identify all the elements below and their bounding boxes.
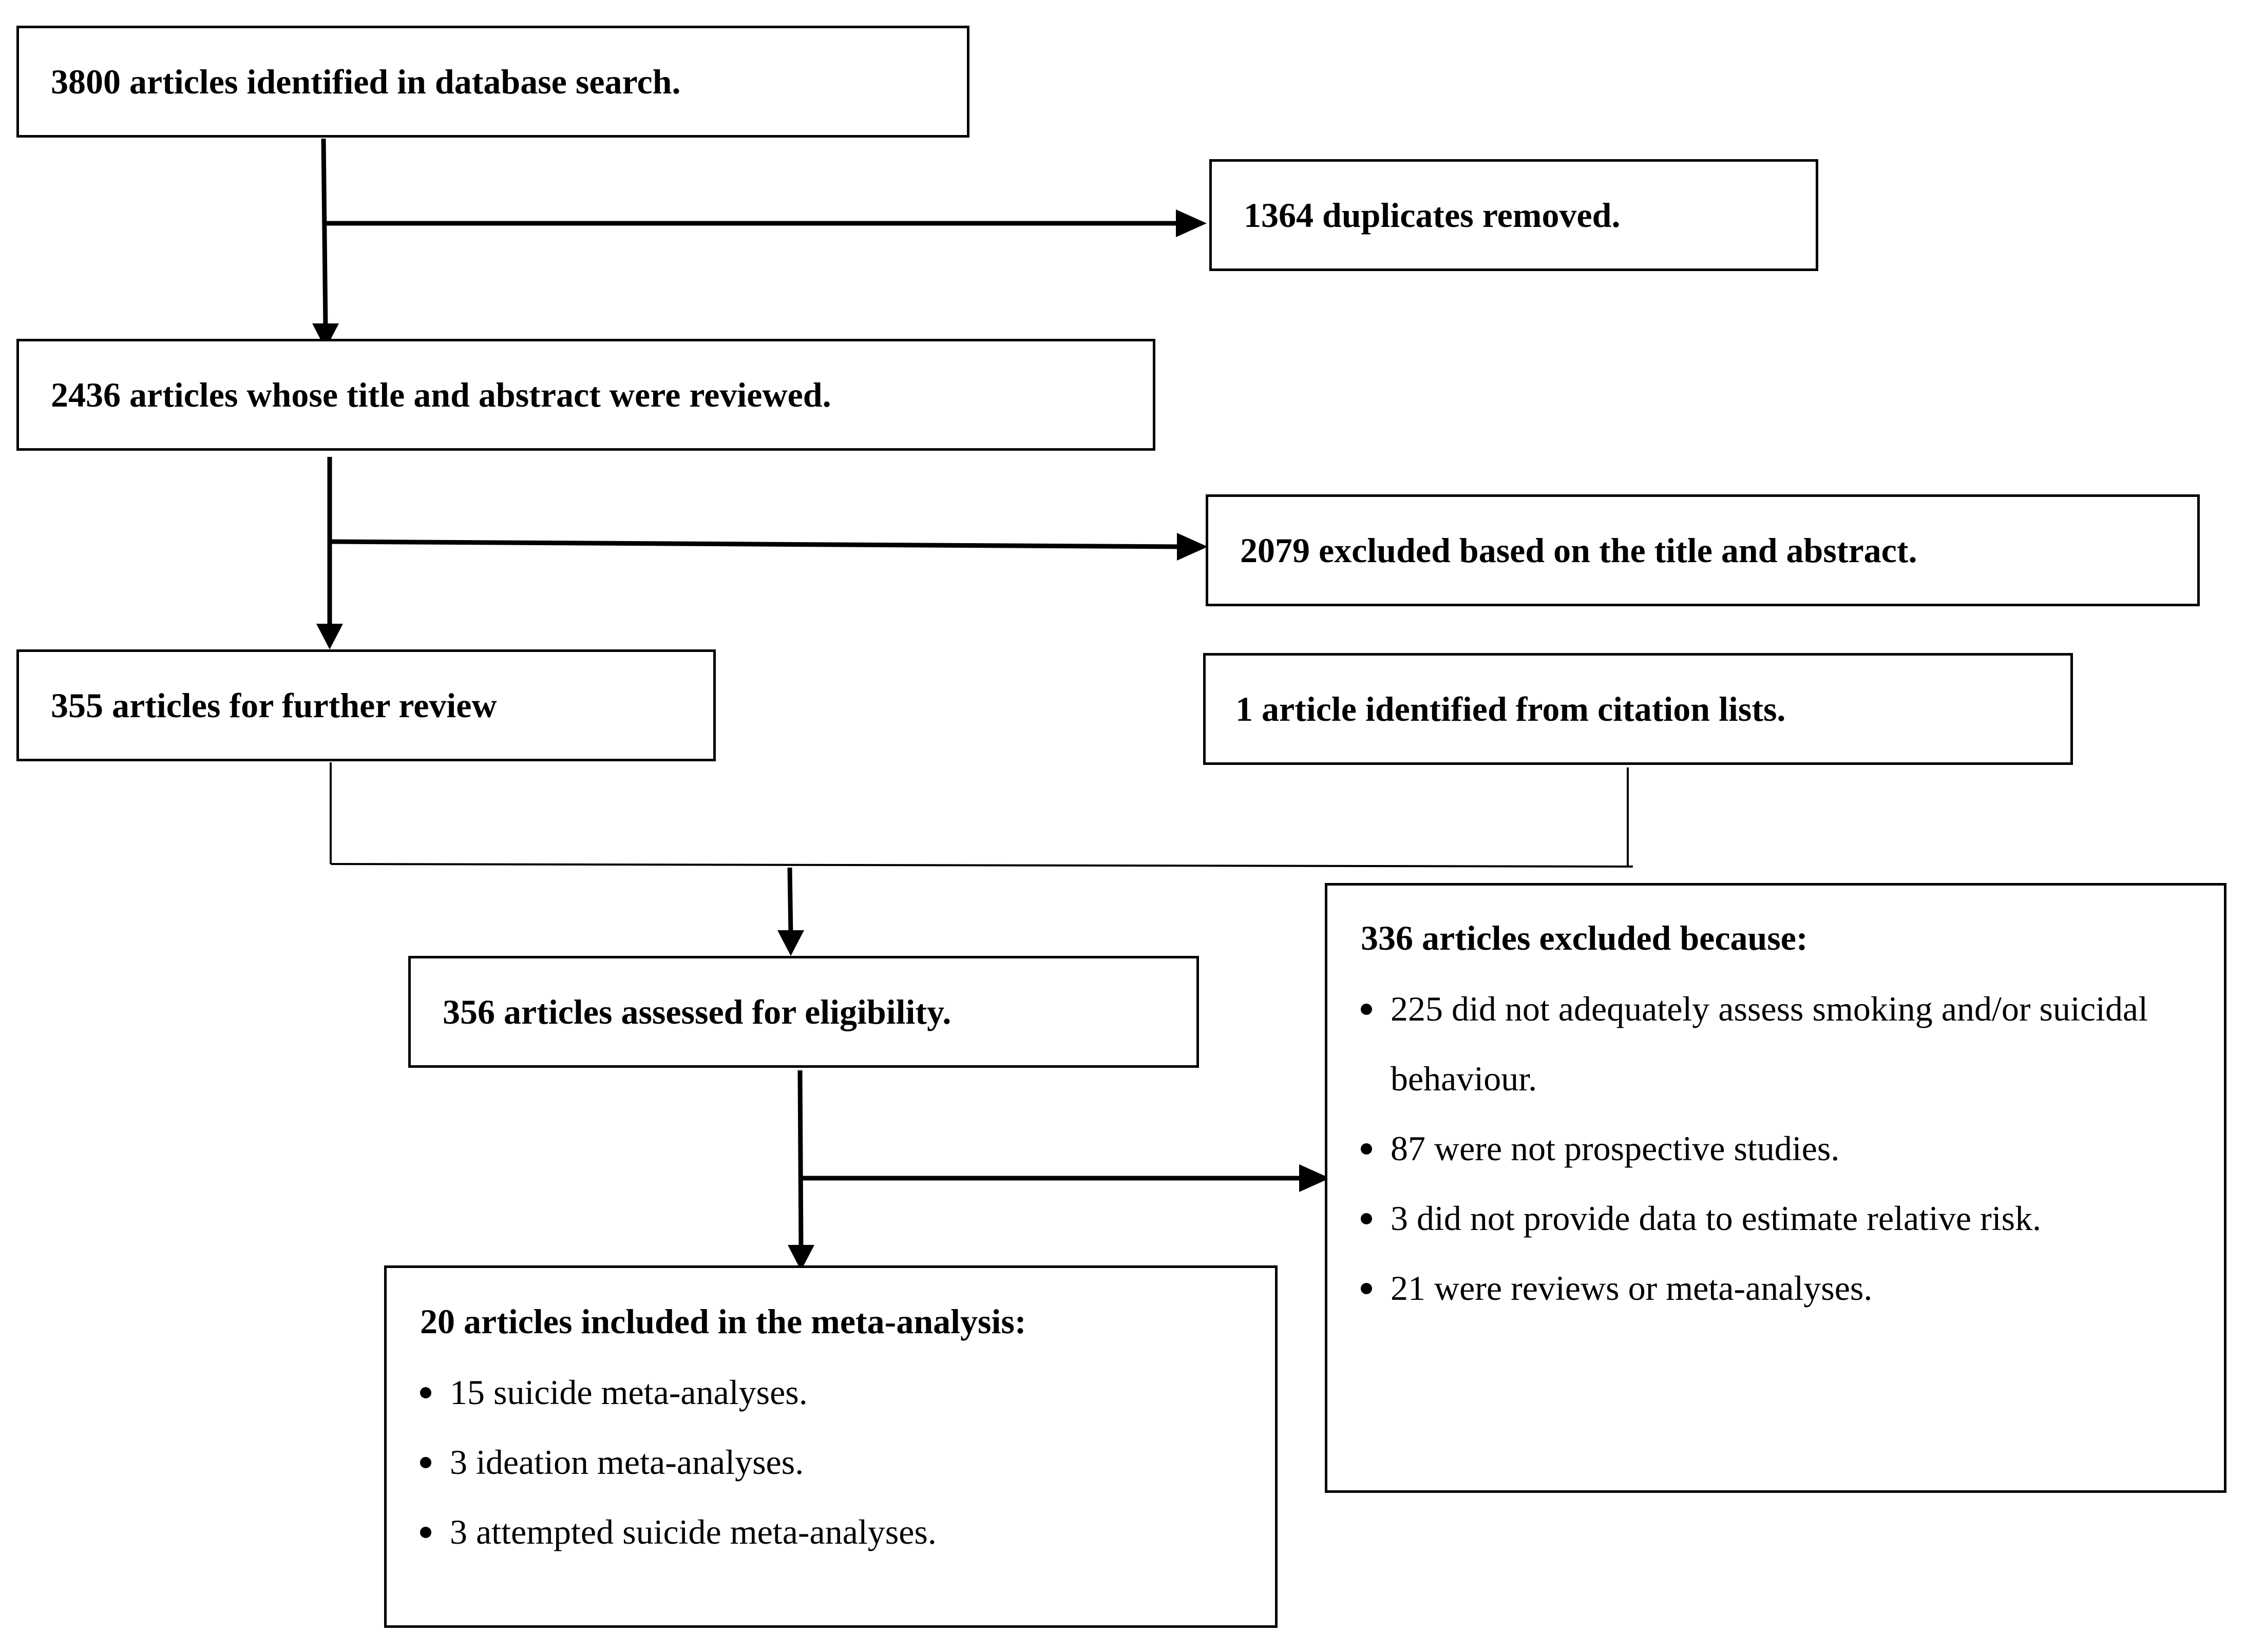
arrow-to-excluded-title <box>330 539 1182 549</box>
excluded-full-label: 336 articles excluded because: <box>1361 918 1808 957</box>
citation-label: 1 article identified from citation lists… <box>1235 689 1786 728</box>
included-list: 15 suicide meta-analyses. 3 ideation met… <box>420 1357 1275 1567</box>
arrowhead-excluded-full <box>1299 1164 1330 1192</box>
list-item: 225 did not adequately assess smoking an… <box>1361 974 2202 1113</box>
arrowhead-duplicates <box>1176 209 1207 237</box>
excluded-reasons-list: 225 did not adequately assess smoking an… <box>1361 974 2224 1323</box>
eligibility-label: 356 articles assessed for eligibility. <box>443 992 951 1031</box>
arrowhead-excluded-title <box>1177 533 1208 561</box>
further-review-label: 355 articles for further review <box>51 686 497 725</box>
eligibility-box: 356 articles assessed for eligibility. <box>408 956 1199 1068</box>
included-label: 20 articles included in the meta-analysi… <box>420 1302 1026 1341</box>
arrow-merge-to-eligibility <box>787 867 793 935</box>
further-review-box: 355 articles for further review <box>16 649 716 761</box>
list-item: 87 were not prospective studies. <box>1361 1113 2224 1183</box>
list-item: 3 attempted suicide meta-analyses. <box>420 1497 1275 1567</box>
included-box: 20 articles included in the meta-analysi… <box>384 1265 1278 1628</box>
identified-label: 3800 articles identified in database sea… <box>51 62 681 101</box>
arrowhead-included <box>788 1245 814 1271</box>
list-item: 3 ideation meta-analyses. <box>420 1427 1275 1497</box>
arrowhead-screened <box>312 323 339 349</box>
identified-box: 3800 articles identified in database sea… <box>16 26 969 138</box>
citation-box: 1 article identified from citation lists… <box>1203 653 2073 765</box>
duplicates-box: 1364 duplicates removed. <box>1209 159 1818 271</box>
screened-box: 2436 articles whose title and abstract w… <box>16 339 1155 451</box>
screened-label: 2436 articles whose title and abstract w… <box>51 375 831 414</box>
list-item: 15 suicide meta-analyses. <box>420 1357 1275 1427</box>
arrowhead-further <box>316 624 343 649</box>
excluded-full-box: 336 articles excluded because: 225 did n… <box>1325 883 2226 1493</box>
arrow-identified-to-screened <box>321 138 328 329</box>
list-item: 21 were reviews or meta-analyses. <box>1361 1253 2224 1323</box>
excluded-title-label: 2079 excluded based on the title and abs… <box>1240 531 1917 570</box>
arrowhead-eligibility <box>777 930 804 956</box>
arrow-eligibility-to-included <box>797 1070 804 1248</box>
excluded-title-box: 2079 excluded based on the title and abs… <box>1206 494 2200 606</box>
connector-merge-horizontal <box>330 863 1633 868</box>
duplicates-label: 1364 duplicates removed. <box>1244 196 1621 235</box>
list-item: 3 did not provide data to estimate relat… <box>1361 1183 2224 1253</box>
